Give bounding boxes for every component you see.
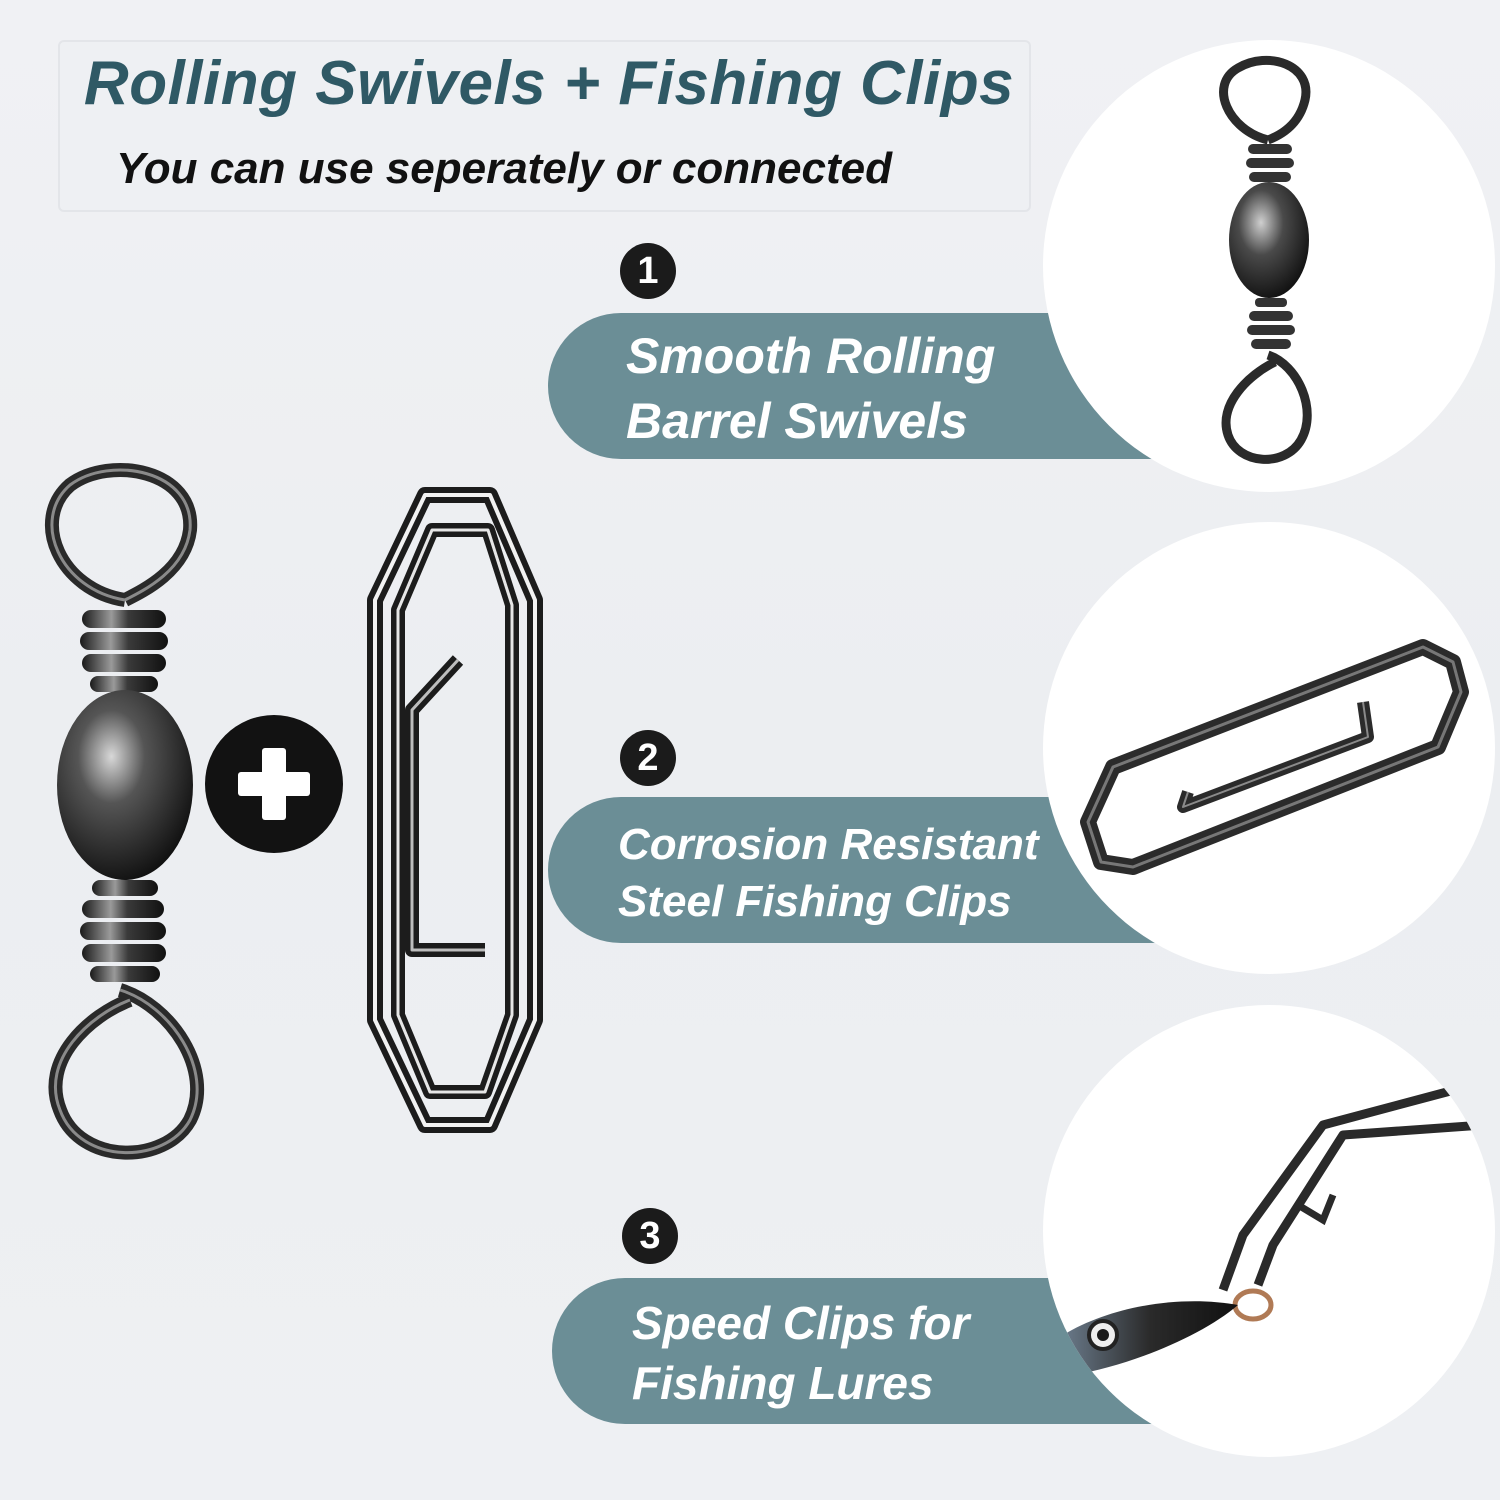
- barrel-swivel-image: [1219, 55, 1312, 464]
- feature-3-number-badge: 3: [622, 1208, 678, 1264]
- feature-3-image-circle: [1043, 1005, 1495, 1457]
- fishing-clip-large-image: [367, 487, 543, 1133]
- feature-1-line2: Barrel Swivels: [626, 393, 968, 449]
- feature-2-line2: Steel Fishing Clips: [618, 877, 1012, 927]
- feature-1-image-circle: [1043, 40, 1495, 492]
- page-subtitle: You can use seperately or connected: [116, 144, 892, 193]
- feature-1-number-badge: 1: [620, 243, 676, 299]
- feature-1-line1: Smooth Rolling: [626, 328, 996, 384]
- feature-2-label: Corrosion Resistant Steel Fishing Clips: [618, 816, 1039, 930]
- plus-icon: [205, 715, 343, 853]
- feature-3-line2: Fishing Lures: [632, 1356, 934, 1409]
- feature-3-line1: Speed Clips for: [632, 1297, 970, 1349]
- fishing-clip-image: [1080, 639, 1469, 875]
- feature-2-number-badge: 2: [620, 730, 676, 786]
- feature-2-image-circle: [1043, 522, 1495, 974]
- feature-3-label: Speed Clips for Fishing Lures: [632, 1294, 969, 1414]
- title-box: Rolling Swivels + Fishing Clips You can …: [58, 40, 1031, 212]
- barrel-swivel-large-image: [45, 463, 205, 1160]
- page-title: Rolling Swivels + Fishing Clips: [83, 49, 1015, 118]
- clip-with-lure-image: [1063, 1080, 1484, 1375]
- feature-1-label: Smooth Rolling Barrel Swivels: [626, 324, 995, 454]
- feature-2-line1: Corrosion Resistant: [618, 820, 1039, 869]
